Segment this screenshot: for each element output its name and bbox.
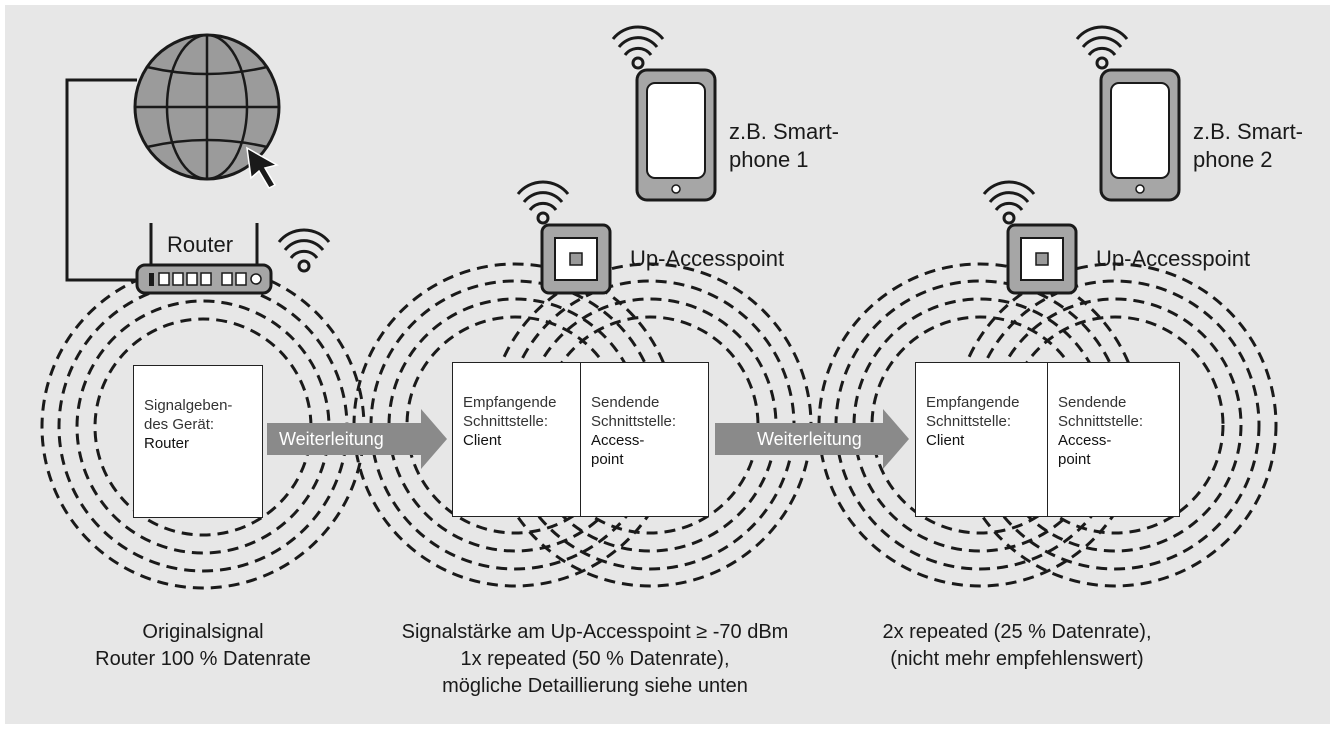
globe-icon: [133, 33, 281, 181]
diagram-canvas: Router z.B. Smart- phone 1 z.B. Smart- p…: [5, 5, 1330, 724]
router-wifi-icon: [277, 228, 331, 273]
ap2-sending-key: Sendende Schnittstelle:: [1058, 394, 1144, 430]
accesspoint-1-interfaces-box: Empfangende Schnittstelle: Client Senden…: [452, 362, 709, 517]
forwarding-arrow-2: Weiterleitung: [715, 409, 909, 469]
ap1-receiving-cell: Empfangende Schnittstelle: Client: [453, 363, 580, 516]
ap1-sending-value: Access- point: [591, 432, 645, 468]
ap1-receiving-key: Empfangende Schnittstelle:: [463, 394, 557, 430]
arrow-head-icon: [421, 409, 447, 469]
smartphone-2-wifi-icon: [1075, 25, 1129, 70]
smartphone-1-wifi-icon: [611, 25, 665, 70]
caption-repeated-once: Signalstärke am Up-Accesspoint ≥ -70 dBm…: [401, 621, 789, 697]
ap1-sending-key: Sendende Schnittstelle:: [591, 394, 677, 430]
forwarding-arrow-1: Weiterleitung: [267, 409, 447, 469]
forwarding-arrow-2-label: Weiterleitung: [757, 429, 862, 449]
signal-source-cell: Signalgeben- des Gerät: Router: [134, 366, 262, 517]
accesspoint-2-icon: [1006, 223, 1078, 295]
router-device-icon: [135, 223, 273, 295]
accesspoint-2-label: Up-Accesspoint: [1096, 246, 1251, 271]
router-label: Router: [167, 232, 234, 257]
ap2-receiving-key: Empfangende Schnittstelle:: [926, 394, 1020, 430]
caption-repeated-twice: 2x repeated (25 % Datenrate), (nicht meh…: [882, 621, 1152, 670]
smartphone-1-label: z.B. Smart- phone 1: [729, 119, 840, 172]
network-cable: [65, 78, 137, 282]
smartphone-2-icon: [1099, 68, 1181, 202]
ap2-sending-cell: Sendende Schnittstelle: Access- point: [1047, 363, 1179, 516]
smartphone-1-icon: [635, 68, 717, 202]
forwarding-arrow-1-label: Weiterleitung: [279, 429, 384, 449]
signal-source-key: Signalgeben- des Gerät:: [144, 397, 233, 433]
accesspoint-1-label: Up-Accesspoint: [630, 246, 785, 271]
ap1-sending-cell: Sendende Schnittstelle: Access- point: [580, 363, 708, 516]
accesspoint-2-wifi-icon: [982, 180, 1036, 225]
signal-source-value: Router: [144, 435, 190, 452]
accesspoint-1-wifi-icon: [516, 180, 570, 225]
smartphone-2-label: z.B. Smart- phone 2: [1193, 119, 1304, 172]
ap2-receiving-value: Client: [926, 432, 965, 449]
cursor-icon: [246, 146, 280, 189]
caption-original-signal: Originalsignal Router 100 % Datenrate: [95, 621, 311, 670]
arrow-head-icon: [883, 409, 909, 469]
accesspoint-2-interfaces-box: Empfangende Schnittstelle: Client Senden…: [915, 362, 1180, 517]
ap2-sending-value: Access- point: [1058, 432, 1112, 468]
ap2-receiving-cell: Empfangende Schnittstelle: Client: [916, 363, 1047, 516]
accesspoint-1-icon: [540, 223, 612, 295]
signal-source-box: Signalgeben- des Gerät: Router: [133, 365, 263, 518]
ap1-receiving-value: Client: [463, 432, 502, 449]
